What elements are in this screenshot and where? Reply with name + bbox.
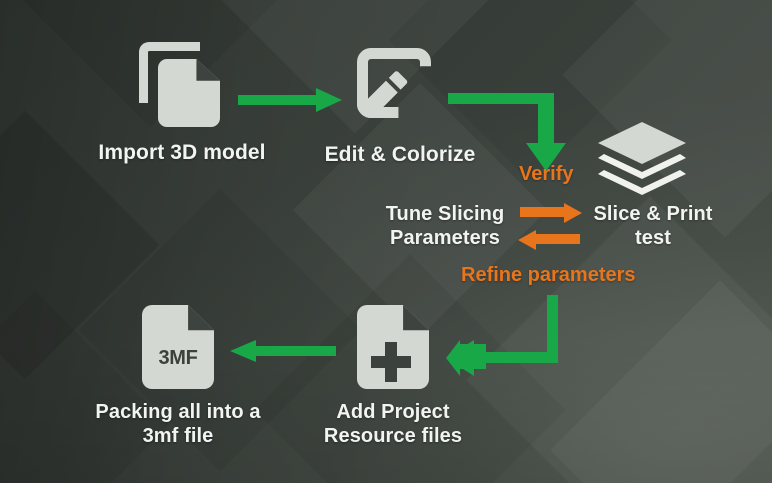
edge-label-refine-parameters: Refine parameters bbox=[461, 264, 636, 286]
arrow-import-to-edit bbox=[238, 88, 342, 112]
file-3mf-label: 3MF bbox=[158, 347, 198, 369]
arrow-add-to-pack bbox=[230, 340, 336, 362]
file-plus-icon bbox=[357, 305, 429, 389]
stacked-layers-icon bbox=[594, 118, 690, 200]
node-label-add: Add Project Resource files bbox=[323, 401, 463, 447]
file-3mf-icon: 3MF bbox=[142, 305, 214, 389]
edit-pencil-icon bbox=[357, 48, 443, 130]
node-layers-stack bbox=[594, 118, 690, 200]
node-slice-print-test: Slice & Print test bbox=[578, 203, 728, 250]
node-add-project-resource-files: Add Project Resource files bbox=[293, 305, 493, 448]
arrow-slice-to-add-head bbox=[446, 340, 486, 376]
edge-label-verify: Verify bbox=[519, 163, 574, 185]
node-tune-slicing-parameters: Tune Slicing Parameters bbox=[370, 203, 520, 250]
node-edit-colorize: Edit & Colorize bbox=[300, 48, 500, 167]
node-label-slice: Slice & Print test bbox=[593, 203, 713, 249]
node-packing-3mf-file: 3MF Packing all into a 3mf file bbox=[78, 305, 278, 448]
arrow-edit-to-slice-elbow bbox=[448, 93, 566, 171]
arrow-slice-to-tune bbox=[518, 230, 580, 250]
node-label-pack: Packing all into a 3mf file bbox=[95, 401, 261, 447]
node-import-3d-model: Import 3D model bbox=[82, 42, 282, 165]
node-label-import: Import 3D model bbox=[98, 141, 266, 164]
node-label-tune: Tune Slicing Parameters bbox=[385, 203, 505, 249]
node-label-edit: Edit & Colorize bbox=[324, 143, 476, 166]
arrow-tune-to-slice bbox=[520, 203, 582, 223]
copy-documents-icon bbox=[139, 42, 225, 128]
